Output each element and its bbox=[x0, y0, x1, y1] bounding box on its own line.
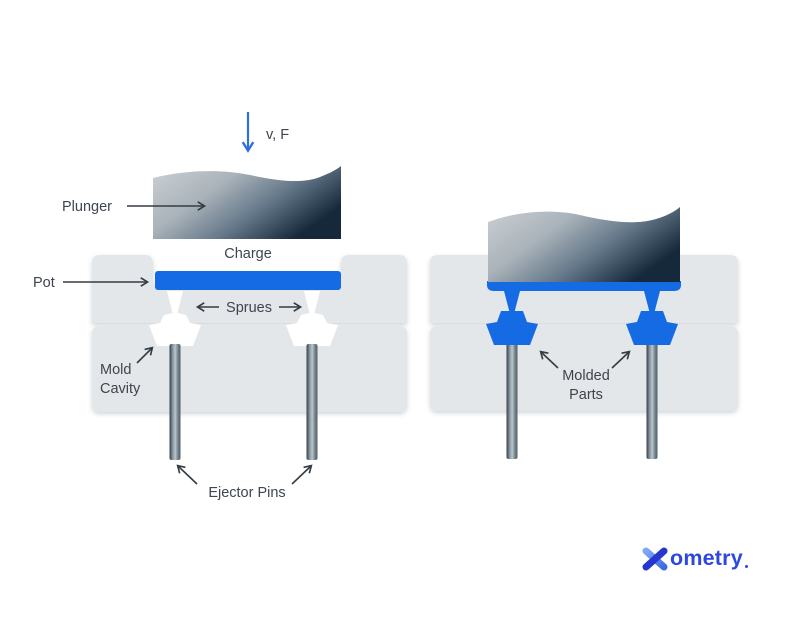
molded-parts-leader-arrow-left bbox=[539, 350, 559, 369]
molded-part-right bbox=[626, 311, 678, 345]
plunger-left-stage bbox=[153, 166, 341, 239]
pot-label: Pot bbox=[33, 275, 55, 291]
xometry-wordmark: ometry bbox=[670, 546, 743, 570]
sprue-cavity-cutout-left bbox=[149, 291, 201, 346]
charge-label: Charge bbox=[224, 246, 272, 262]
velocity-force-label: v, F bbox=[266, 127, 290, 143]
molded-parts-leader-arrow-right bbox=[611, 350, 631, 369]
sprue-cavity-cutout-right bbox=[286, 291, 338, 346]
ejector-pins-label: Ejector Pins bbox=[208, 485, 286, 501]
plunger-right-stage bbox=[488, 207, 680, 282]
xometry-logo: ometry bbox=[641, 545, 748, 572]
ejector-pin-left bbox=[169, 344, 181, 460]
ejector-pin-right-right-stage bbox=[646, 342, 658, 459]
ejector-pin-left-right-stage bbox=[506, 342, 518, 459]
molded-sprue-left bbox=[504, 291, 520, 312]
cull-layer bbox=[487, 281, 681, 291]
molded-parts-label: Molded Parts bbox=[562, 368, 610, 403]
charge-in-pot bbox=[155, 271, 341, 290]
sprues-label: Sprues bbox=[226, 300, 272, 316]
mold-cavity-leader-arrow bbox=[136, 346, 154, 364]
logo-trademark-dot bbox=[744, 565, 748, 568]
mold-cavity-label: Mold Cavity bbox=[100, 362, 141, 397]
molded-sprue-right bbox=[644, 291, 660, 312]
molded-part-left bbox=[486, 311, 538, 345]
ejector-pins-leader-arrow-right bbox=[291, 464, 313, 485]
ejector-pins-leader-arrow-left bbox=[176, 464, 198, 485]
ejector-pin-right bbox=[306, 344, 318, 460]
plunger-label: Plunger bbox=[62, 199, 112, 215]
xometry-x-icon bbox=[642, 547, 668, 571]
